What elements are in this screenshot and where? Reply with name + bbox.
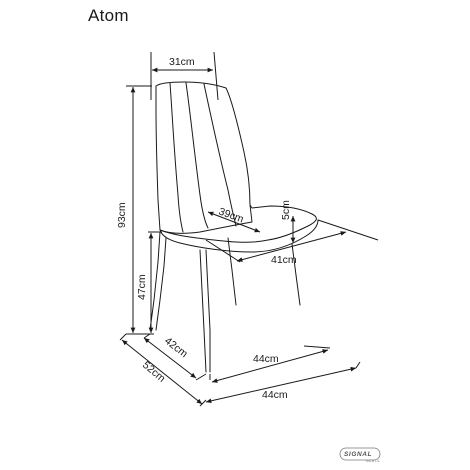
brand-tagline: MEBLE (366, 459, 380, 463)
leg-back-right (227, 237, 237, 306)
backrest-seam (203, 83, 237, 227)
dim-legs-depth: 42cm (162, 335, 190, 360)
dim-seat-width: 41cm (271, 254, 297, 266)
dimension-lines (119, 51, 379, 407)
dim-total-width: 44cm (262, 389, 288, 401)
product-title: Atom (88, 6, 129, 25)
dim-seat-height: 47cm (136, 274, 148, 300)
brand-name: SIGNAL (344, 451, 372, 458)
backrest-seam (169, 82, 184, 233)
dim-seat-thickness: 5cm (280, 200, 292, 220)
backrest-seam (185, 82, 209, 229)
leg-back-left-in (155, 237, 167, 331)
dim-total-height: 93cm (116, 202, 128, 228)
backrest (155, 81, 253, 234)
leg-front-left (199, 249, 207, 373)
leg-front-left-in (205, 249, 211, 373)
dim-legs-width: 44cm (253, 353, 279, 365)
dim-total-depth: 52cm (140, 359, 168, 385)
dim-seat-depth: 39cm (217, 206, 245, 226)
dim-backrest-width: 31cm (169, 56, 195, 68)
brand-logo: SIGNAL MEBLE (339, 447, 381, 463)
